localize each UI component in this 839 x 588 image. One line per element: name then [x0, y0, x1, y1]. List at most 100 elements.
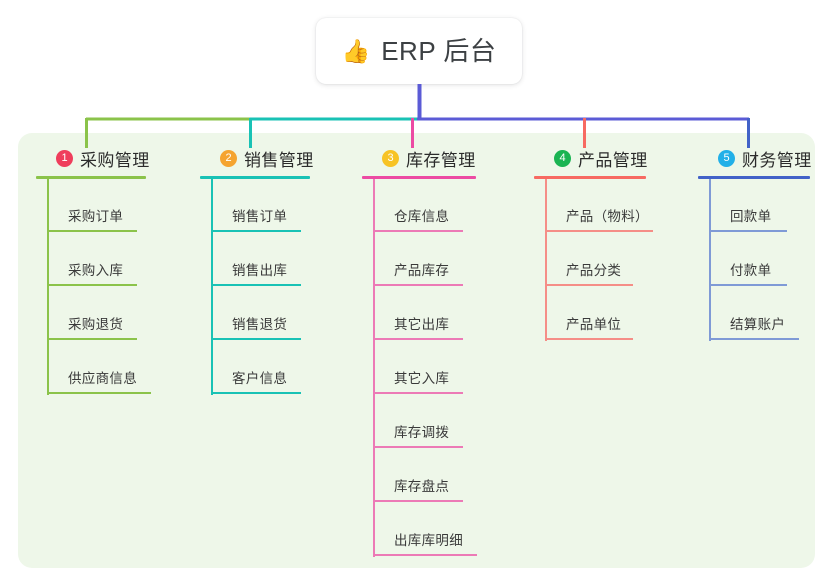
- leaf-label: 采购订单: [68, 209, 124, 224]
- leaf-label: 库存盘点: [394, 479, 450, 494]
- leaf-label: 产品分类: [566, 263, 622, 278]
- column-product: 4 产品管理 产品（物料） 产品分类 产品单位: [534, 146, 653, 341]
- list-item[interactable]: 出库库明细: [362, 503, 477, 557]
- leaf-stem: [211, 233, 213, 287]
- column-title: 采购管理: [80, 150, 150, 170]
- leaf-label: 库存调拨: [394, 425, 450, 440]
- column-purchase: 1 采购管理 采购订单 采购入库 采购退货 供应商信息: [36, 146, 151, 395]
- leaf-label: 供应商信息: [68, 371, 137, 386]
- column-finance: 5 财务管理 回款单 付款单 结算账户: [698, 146, 812, 341]
- leaf-rule: [709, 284, 787, 286]
- leaf-label: 销售退货: [232, 317, 288, 332]
- column-title: 库存管理: [406, 150, 476, 170]
- leaf-rule: [47, 338, 137, 340]
- column-rule: [698, 176, 810, 179]
- leaf-list: 回款单 付款单 结算账户: [698, 179, 810, 341]
- leaf-stem: [709, 179, 711, 233]
- leaf-list: 仓库信息 产品库存 其它出库 其它入库 库存调拨: [362, 179, 477, 557]
- list-item[interactable]: 产品单位: [534, 287, 646, 341]
- list-item[interactable]: 回款单: [698, 179, 810, 233]
- list-item[interactable]: 其它出库: [362, 287, 476, 341]
- list-item[interactable]: 销售退货: [200, 287, 310, 341]
- leaf-list: 销售订单 销售出库 销售退货 客户信息: [200, 179, 310, 395]
- list-item[interactable]: 库存调拨: [362, 395, 476, 449]
- leaf-rule: [373, 446, 463, 448]
- leaf-rule: [373, 392, 463, 394]
- leaf-label: 结算账户: [730, 317, 786, 332]
- leaf-stem: [211, 287, 213, 341]
- leaf-list: 产品（物料） 产品分类 产品单位: [534, 179, 653, 341]
- leaf-stem: [47, 233, 49, 287]
- column-header[interactable]: 3 库存管理: [362, 146, 476, 170]
- leaf-stem: [47, 179, 49, 233]
- list-item[interactable]: 客户信息: [200, 341, 310, 395]
- list-item[interactable]: 其它入库: [362, 341, 476, 395]
- leaf-rule: [373, 554, 477, 556]
- column-badge: 5: [718, 149, 735, 167]
- leaf-rule: [373, 500, 463, 502]
- leaf-stem: [211, 179, 213, 233]
- leaf-rule: [47, 392, 151, 394]
- leaf-label: 产品库存: [394, 263, 450, 278]
- leaf-rule: [211, 230, 301, 232]
- column-rule: [534, 176, 646, 179]
- list-item[interactable]: 产品库存: [362, 233, 476, 287]
- column-rule: [362, 176, 476, 179]
- leaf-rule: [211, 284, 301, 286]
- column-rule: [200, 176, 310, 179]
- column-title: 财务管理: [742, 150, 812, 170]
- leaf-stem: [545, 233, 547, 287]
- leaf-label: 出库库明细: [394, 533, 463, 548]
- leaf-rule: [211, 392, 301, 394]
- leaf-label: 仓库信息: [394, 209, 450, 224]
- list-item[interactable]: 供应商信息: [36, 341, 151, 395]
- leaf-label: 销售订单: [232, 209, 288, 224]
- leaf-stem: [211, 341, 213, 395]
- leaf-stem: [47, 287, 49, 341]
- root-node[interactable]: 👍 ERP 后台: [316, 18, 522, 84]
- column-header[interactable]: 2 销售管理: [200, 146, 313, 170]
- leaf-label: 产品（物料）: [566, 209, 649, 224]
- column-header[interactable]: 4 产品管理: [534, 146, 648, 170]
- leaf-stem: [545, 287, 547, 341]
- leaf-stem: [545, 179, 547, 233]
- thumbs-up-icon: 👍: [341, 37, 371, 64]
- list-item[interactable]: 采购订单: [36, 179, 146, 233]
- leaf-label: 其它出库: [394, 317, 450, 332]
- leaf-rule: [709, 338, 799, 340]
- leaf-label: 付款单: [730, 263, 772, 278]
- list-item[interactable]: 库存盘点: [362, 449, 476, 503]
- leaf-rule: [373, 338, 463, 340]
- leaf-label: 销售出库: [232, 263, 288, 278]
- list-item[interactable]: 产品分类: [534, 233, 646, 287]
- root-title: ERP 后台: [381, 36, 497, 66]
- column-title: 产品管理: [578, 150, 648, 170]
- column-header[interactable]: 1 采购管理: [36, 146, 149, 170]
- leaf-rule: [545, 284, 633, 286]
- leaf-stem: [709, 233, 711, 287]
- leaf-stem: [709, 287, 711, 341]
- leaf-rule: [709, 230, 787, 232]
- list-item[interactable]: 产品（物料）: [534, 179, 653, 233]
- list-item[interactable]: 销售出库: [200, 233, 310, 287]
- list-item[interactable]: 采购入库: [36, 233, 146, 287]
- list-item[interactable]: 结算账户: [698, 287, 810, 341]
- column-badge: 1: [56, 149, 73, 167]
- leaf-label: 产品单位: [566, 317, 622, 332]
- leaf-stem: [47, 341, 49, 395]
- column-badge: 4: [554, 149, 571, 167]
- list-item[interactable]: 销售订单: [200, 179, 310, 233]
- column-header[interactable]: 5 财务管理: [698, 146, 812, 170]
- leaf-label: 回款单: [730, 209, 772, 224]
- leaf-stem: [373, 503, 375, 557]
- list-item[interactable]: 采购退货: [36, 287, 146, 341]
- leaf-rule: [211, 338, 301, 340]
- leaf-list: 采购订单 采购入库 采购退货 供应商信息: [36, 179, 151, 395]
- list-item[interactable]: 付款单: [698, 233, 810, 287]
- content-panel: [18, 133, 815, 568]
- leaf-stem: [373, 395, 375, 449]
- list-item[interactable]: 仓库信息: [362, 179, 476, 233]
- column-title: 销售管理: [244, 150, 314, 170]
- leaf-rule: [545, 230, 653, 232]
